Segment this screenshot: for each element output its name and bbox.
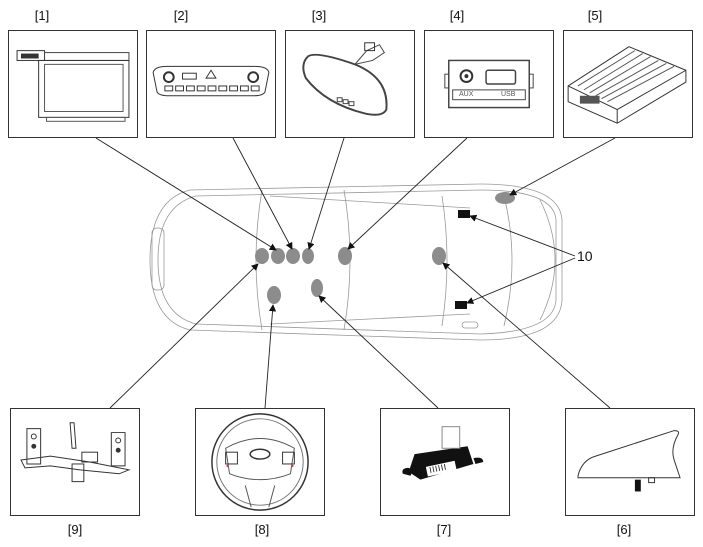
amplifier-illustration — [567, 46, 687, 124]
callout-label-10: 10 — [577, 248, 593, 264]
leader-7 — [318, 295, 439, 409]
bracket-illustration — [20, 422, 131, 483]
leader-5 — [509, 137, 616, 196]
marker-2 — [286, 248, 300, 264]
speaker-10-rear — [455, 301, 467, 309]
leader-10b — [466, 257, 576, 304]
leader-2 — [232, 137, 293, 250]
marker-9 — [255, 248, 269, 264]
component-label-4: [4] — [449, 8, 465, 23]
shark-fin-antenna-illustration — [577, 430, 681, 492]
leader-10a — [469, 214, 576, 257]
aux-label: AUX — [459, 91, 474, 98]
component-box-1 — [8, 30, 138, 138]
marker-3 — [302, 248, 314, 264]
component-label-2: [2] — [173, 8, 189, 23]
component-label-8: [8] — [254, 522, 270, 537]
leader-4 — [347, 137, 468, 250]
component-box-5 — [563, 30, 693, 138]
component-label-6: [6] — [616, 522, 632, 537]
component-box-9 — [10, 408, 140, 516]
speaker-markers-10 — [455, 210, 470, 309]
component-label-3: [3] — [311, 8, 327, 23]
component-box-6 — [565, 408, 695, 516]
connector-module-illustration — [402, 426, 484, 480]
component-box-8 — [195, 408, 325, 516]
marker-7 — [311, 279, 323, 297]
marker-8 — [267, 286, 281, 304]
location-markers — [255, 192, 515, 304]
component-box-3 — [285, 30, 415, 138]
marker-1 — [271, 248, 285, 264]
leader-1 — [95, 137, 277, 251]
usb-label: USB — [501, 91, 516, 98]
leader-3 — [307, 137, 345, 250]
component-label-7: [7] — [436, 522, 452, 537]
leader-9 — [109, 263, 259, 409]
speaker-10-front — [458, 210, 470, 218]
component-label-1: [1] — [34, 8, 50, 23]
leader-8 — [264, 304, 277, 409]
marker-6 — [432, 247, 446, 265]
component-box-4: AUX USB — [424, 30, 554, 138]
component-label-5: [5] — [587, 8, 603, 23]
car-outline — [149, 183, 563, 341]
rearview-mirror-illustration — [302, 42, 388, 116]
component-label-9: [9] — [67, 522, 83, 537]
leader-lines — [95, 137, 616, 409]
aux-usb-jack-illustration — [444, 59, 534, 109]
component-box-7 — [380, 408, 510, 516]
component-box-2 — [146, 30, 276, 138]
leader-6 — [442, 262, 611, 409]
control-panel-illustration — [152, 65, 270, 97]
marker-4 — [338, 247, 352, 265]
head-unit-illustration — [16, 50, 130, 122]
steering-wheel-illustration — [211, 413, 309, 511]
